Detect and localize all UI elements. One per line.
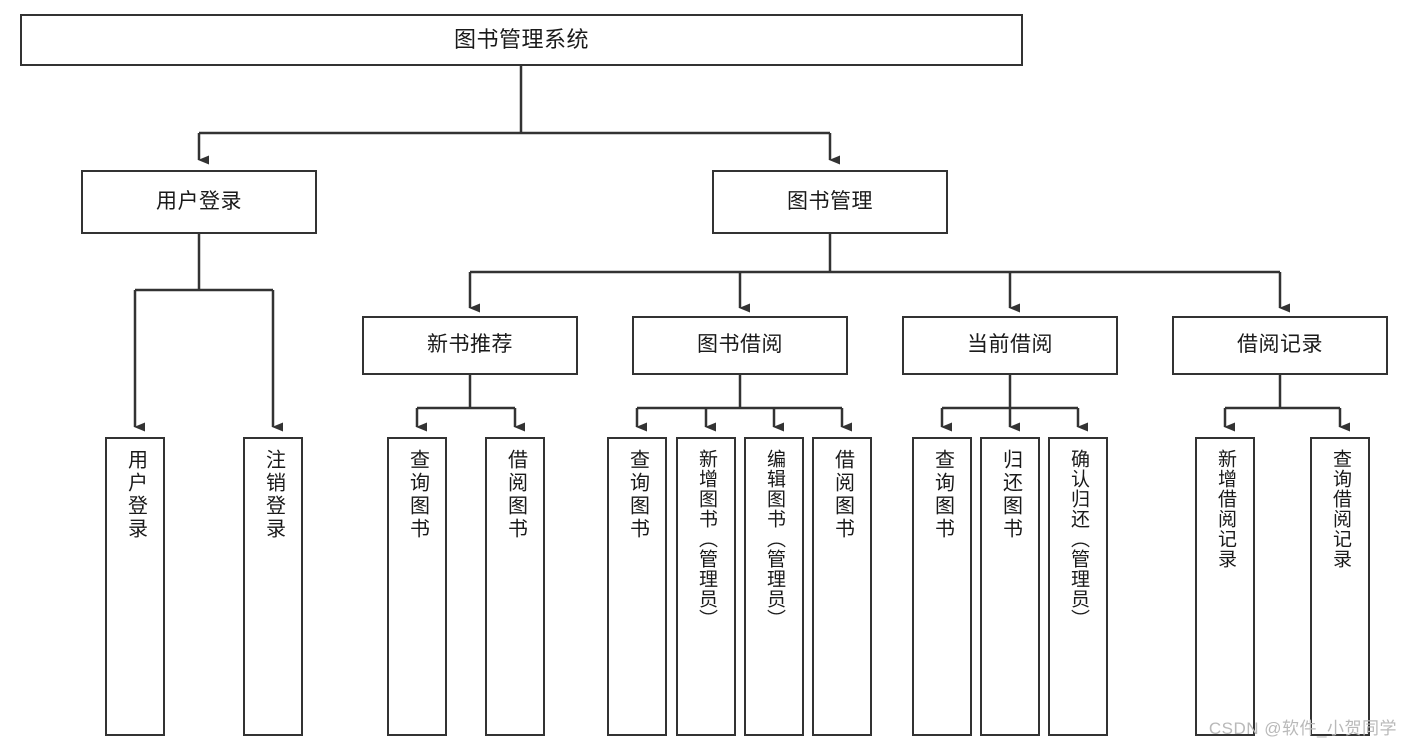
node-new-book-recommend[interactable]: 新书推荐 bbox=[362, 316, 578, 375]
leaf-current-borrow-query-books[interactable]: 查询图书 bbox=[912, 437, 972, 736]
leaf-current-borrow-confirm-return-admin[interactable]: 确认归还（管理员） bbox=[1048, 437, 1108, 736]
node-label: 用户登录 bbox=[156, 189, 242, 213]
node-root-book-management-system[interactable]: 图书管理系统 bbox=[20, 14, 1023, 66]
leaf-book-borrow-add-book-admin[interactable]: 新增图书（管理员） bbox=[676, 437, 736, 736]
node-current-borrow[interactable]: 当前借阅 bbox=[902, 316, 1118, 375]
leaf-book-borrow-edit-book-admin[interactable]: 编辑图书（管理员） bbox=[744, 437, 804, 736]
leaf-user-login-logout[interactable]: 注销登录 bbox=[243, 437, 303, 736]
watermark-text: CSDN @软件_小贺同学 bbox=[1208, 719, 1397, 738]
node-label: 编辑图书（管理员） bbox=[763, 449, 785, 629]
node-label: 当前借阅 bbox=[967, 333, 1053, 357]
node-label: 新增图书（管理员） bbox=[695, 449, 717, 629]
node-label: 查询图书 bbox=[406, 449, 429, 541]
leaf-current-borrow-return-books[interactable]: 归还图书 bbox=[980, 437, 1040, 736]
leaf-borrow-record-query-record[interactable]: 查询借阅记录 bbox=[1310, 437, 1370, 736]
leaf-user-login-login[interactable]: 用户登录 bbox=[105, 437, 165, 736]
node-label: 查询图书 bbox=[931, 449, 954, 541]
node-label: 图书管理系统 bbox=[453, 27, 589, 53]
node-label: 用户登录 bbox=[124, 449, 147, 541]
node-book-management[interactable]: 图书管理 bbox=[712, 170, 948, 234]
node-user-login[interactable]: 用户登录 bbox=[81, 170, 317, 234]
leaf-new-book-query-books[interactable]: 查询图书 bbox=[387, 437, 447, 736]
node-label: 确认归还（管理员） bbox=[1067, 449, 1089, 629]
node-label: 查询图书 bbox=[626, 449, 649, 541]
node-book-borrow[interactable]: 图书借阅 bbox=[632, 316, 848, 375]
node-label: 新书推荐 bbox=[427, 333, 513, 357]
leaf-book-borrow-borrow-books[interactable]: 借阅图书 bbox=[812, 437, 872, 736]
node-borrow-record[interactable]: 借阅记录 bbox=[1172, 316, 1388, 375]
node-label: 归还图书 bbox=[999, 449, 1022, 541]
leaf-book-borrow-query-books[interactable]: 查询图书 bbox=[607, 437, 667, 736]
node-label: 图书管理 bbox=[787, 189, 873, 213]
node-label: 借阅图书 bbox=[831, 449, 854, 541]
leaf-new-book-borrow-books[interactable]: 借阅图书 bbox=[485, 437, 545, 736]
node-label: 注销登录 bbox=[262, 449, 285, 541]
node-label: 图书借阅 bbox=[697, 333, 783, 357]
node-label: 查询借阅记录 bbox=[1329, 449, 1351, 569]
leaf-borrow-record-add-record[interactable]: 新增借阅记录 bbox=[1195, 437, 1255, 736]
node-label: 新增借阅记录 bbox=[1214, 449, 1236, 569]
node-label: 借阅记录 bbox=[1237, 333, 1323, 357]
node-label: 借阅图书 bbox=[504, 449, 527, 541]
